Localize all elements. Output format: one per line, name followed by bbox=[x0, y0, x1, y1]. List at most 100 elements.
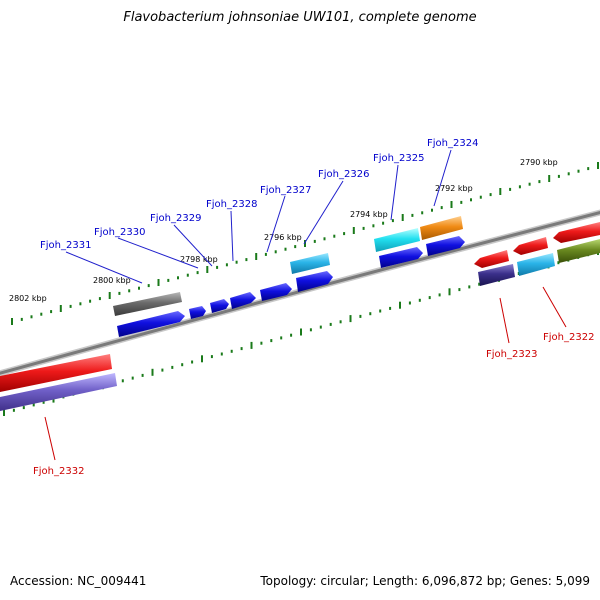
lower-scale-minor-tick bbox=[290, 333, 293, 337]
lower-scale-minor-tick bbox=[181, 363, 184, 367]
upper-scale-minor-tick bbox=[528, 182, 531, 186]
upper-scale-minor-tick bbox=[577, 169, 580, 173]
upper-scale-minor-tick bbox=[343, 232, 346, 236]
gene-feature-gray[interactable] bbox=[113, 292, 182, 316]
gene-label-fjoh-2327[interactable]: Fjoh_2327 bbox=[260, 185, 311, 196]
lower-scale-minor-tick bbox=[141, 373, 144, 377]
gene-feature-red-3[interactable] bbox=[553, 222, 600, 243]
lower-scale-minor-tick bbox=[359, 314, 362, 318]
upper-scale-ticks bbox=[11, 162, 599, 325]
upper-scale-minor-tick bbox=[225, 263, 228, 267]
upper-scale-minor-tick bbox=[431, 208, 433, 212]
upper-scale-minor-tick bbox=[567, 172, 570, 176]
lower-scale-major-tick bbox=[448, 288, 451, 296]
gene-feature-fjoh-2325[interactable] bbox=[379, 247, 423, 268]
gene-feature-orange[interactable] bbox=[420, 216, 463, 240]
gene-label-fjoh-2329[interactable]: Fjoh_2329 bbox=[150, 213, 201, 224]
upper-scale-minor-tick bbox=[333, 234, 336, 238]
upper-scale-minor-tick bbox=[460, 200, 463, 204]
gene-feature-fjoh-2327[interactable] bbox=[230, 292, 256, 309]
upper-scale-minor-tick bbox=[313, 239, 316, 243]
lower-scale-minor-tick bbox=[379, 309, 382, 313]
lower-scale-minor-tick bbox=[121, 379, 124, 383]
upper-scale-minor-tick bbox=[50, 310, 53, 314]
genome-backbone bbox=[0, 209, 600, 377]
gene-label-fjoh-2323[interactable]: Fjoh_2323 bbox=[486, 349, 537, 360]
label-leader-lines bbox=[44, 149, 567, 461]
upper-scale-minor-tick bbox=[294, 245, 297, 249]
upper-scale-minor-tick bbox=[323, 237, 326, 241]
gene-feature-fjoh-2323[interactable] bbox=[478, 264, 515, 286]
accession-text: Accession: NC_009441 bbox=[10, 574, 147, 588]
gene-label-fjoh-2326[interactable]: Fjoh_2326 bbox=[318, 169, 369, 180]
gene-label-fjoh-2330[interactable]: Fjoh_2330 bbox=[94, 227, 145, 238]
upper-scale-major-tick bbox=[108, 292, 111, 299]
upper-scale-minor-tick bbox=[128, 289, 131, 293]
map-title: Flavobacterium johnsoniae UW101, complet… bbox=[123, 10, 477, 25]
upper-scale-minor-tick bbox=[274, 250, 277, 254]
gene-feature-fjoh-2326b[interactable] bbox=[296, 271, 333, 292]
lower-scale-minor-tick bbox=[191, 360, 194, 364]
upper-scale-minor-tick bbox=[557, 174, 560, 178]
gene-feature-red-1[interactable] bbox=[474, 250, 509, 268]
lower-scale-minor-tick bbox=[408, 301, 411, 305]
upper-scale-major-tick bbox=[157, 279, 160, 286]
gene-feature-red-2[interactable] bbox=[513, 237, 548, 255]
gene-label-fjoh-2331[interactable]: Fjoh_2331 bbox=[40, 240, 91, 251]
lower-scale-minor-tick bbox=[171, 365, 174, 369]
upper-scale-minor-tick bbox=[235, 260, 238, 264]
upper-scale-minor-tick bbox=[538, 180, 541, 184]
gene-feature-fjoh-2332[interactable] bbox=[0, 354, 112, 392]
upper-scale-minor-tick bbox=[470, 198, 472, 202]
lower-scale-minor-tick bbox=[230, 349, 233, 353]
upper-scale-major-tick bbox=[255, 253, 258, 260]
lower-scale-minor-tick bbox=[131, 376, 134, 380]
upper-scale-minor-tick bbox=[518, 185, 521, 189]
lower-scale-minor-tick bbox=[240, 347, 243, 351]
upper-scale-minor-tick bbox=[284, 247, 287, 251]
lower-scale-minor-tick bbox=[220, 352, 223, 356]
kbp-label-2796: 2796 kbp bbox=[264, 233, 302, 242]
lower-scale-major-tick bbox=[349, 315, 352, 323]
upper-scale-major-tick bbox=[304, 240, 306, 247]
gene-feature-fjoh-2329[interactable] bbox=[189, 306, 206, 319]
gene-label-fjoh-2332[interactable]: Fjoh_2332 bbox=[33, 466, 84, 477]
gene-feature-lavender[interactable] bbox=[0, 373, 117, 411]
gene-feature-cyan-2[interactable] bbox=[374, 228, 420, 252]
lower-scale-minor-tick bbox=[369, 312, 372, 316]
gene-label-fjoh-2325[interactable]: Fjoh_2325 bbox=[373, 153, 424, 164]
upper-scale-minor-tick bbox=[216, 265, 219, 269]
lower-scale-minor-tick bbox=[428, 296, 431, 300]
upper-scale-minor-tick bbox=[40, 312, 43, 316]
upper-scale-major-tick bbox=[352, 227, 355, 234]
lower-scale-minor-tick bbox=[557, 261, 560, 265]
gene-feature-fjoh-2324[interactable] bbox=[426, 236, 465, 256]
upper-scale-minor-tick bbox=[382, 221, 385, 225]
upper-scale-minor-tick bbox=[391, 219, 394, 223]
lower-scale-major-tick bbox=[3, 409, 5, 416]
upper-scale-minor-tick bbox=[20, 317, 23, 321]
gene-label-fjoh-2324[interactable]: Fjoh_2324 bbox=[427, 138, 478, 149]
gene-label-fjoh-2322[interactable]: Fjoh_2322 bbox=[543, 332, 594, 343]
upper-scale-minor-tick bbox=[245, 258, 248, 262]
lower-scale-major-tick bbox=[151, 368, 154, 376]
gene-feature-fjoh-2328[interactable] bbox=[210, 299, 229, 313]
gene-feature-fjoh-2322[interactable] bbox=[517, 253, 555, 276]
upper-scale-major-tick bbox=[401, 214, 404, 221]
kbp-label-2800: 2800 kbp bbox=[93, 276, 131, 285]
upper-scale-minor-tick bbox=[177, 276, 179, 280]
gene-feature-olive[interactable] bbox=[557, 239, 600, 263]
lower-scale-minor-tick bbox=[270, 339, 273, 343]
gene-label-fjoh-2328[interactable]: Fjoh_2328 bbox=[206, 199, 257, 210]
gene-feature-cyan-1[interactable] bbox=[290, 253, 330, 274]
lower-scale-minor-tick bbox=[12, 408, 15, 412]
gene-feature-fjoh-2330[interactable] bbox=[117, 311, 185, 337]
gene-feature-fjoh-2326[interactable] bbox=[260, 283, 292, 301]
lower-scale-minor-tick bbox=[468, 285, 471, 289]
lower-scale-minor-tick bbox=[42, 400, 45, 404]
lower-scale-minor-tick bbox=[319, 325, 322, 329]
upper-scale-minor-tick bbox=[587, 167, 590, 171]
lower-scale-minor-tick bbox=[339, 320, 342, 324]
upper-scale-minor-tick bbox=[372, 224, 375, 228]
